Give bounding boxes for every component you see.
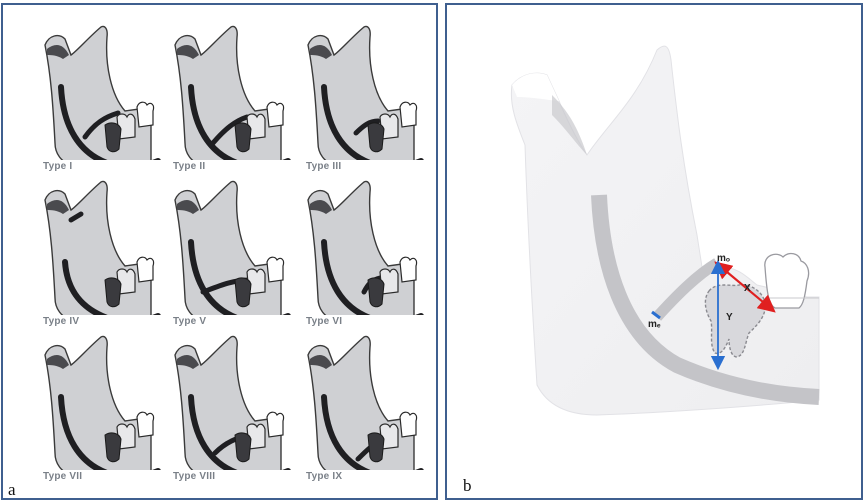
- mandible-type-illustration: [163, 335, 295, 470]
- type-cell: Type III: [296, 25, 428, 180]
- type-label: Type IV: [43, 316, 79, 327]
- type-cell: Type VI: [296, 180, 428, 335]
- type-label: Type I: [43, 161, 72, 172]
- mandible-type-illustration: [163, 180, 295, 315]
- type-label: Type IX: [306, 471, 342, 482]
- panel-b: mₒ mₑ X Y b: [445, 3, 863, 500]
- type-cell: Type I: [33, 25, 165, 180]
- mandible-type-illustration: [296, 25, 428, 160]
- type-label: Type VIII: [173, 471, 215, 482]
- mandible-type-illustration: [33, 180, 165, 315]
- erupted-molar: [765, 254, 809, 308]
- type-label: Type III: [306, 161, 341, 172]
- type-label: Type V: [173, 316, 206, 327]
- mandible-type-illustration: [33, 25, 165, 160]
- type-cell: Type IX: [296, 335, 428, 490]
- mandible-type-illustration: [296, 180, 428, 315]
- label-me: mₑ: [648, 319, 661, 330]
- type-cell: Type IV: [33, 180, 165, 335]
- label-mo: mₒ: [717, 253, 730, 264]
- type-cell: Type V: [163, 180, 295, 335]
- mandible-type-illustration: [163, 25, 295, 160]
- type-label: Type VI: [306, 316, 342, 327]
- label-x: X: [744, 283, 751, 294]
- panel-a-letter: a: [8, 480, 16, 500]
- type-label: Type VII: [43, 471, 82, 482]
- mandible-diagram: mₒ mₑ X Y: [447, 5, 861, 498]
- type-cell: Type II: [163, 25, 295, 180]
- label-y: Y: [726, 312, 733, 323]
- mandible-type-illustration: [33, 335, 165, 470]
- panel-b-letter: b: [463, 476, 472, 496]
- type-cell: Type VII: [33, 335, 165, 490]
- panel-a: Type I Type II Type III Type IV Type V Type V…: [1, 3, 438, 500]
- mandible-type-illustration: [296, 335, 428, 470]
- type-label: Type II: [173, 161, 205, 172]
- type-cell: Type VIII: [163, 335, 295, 490]
